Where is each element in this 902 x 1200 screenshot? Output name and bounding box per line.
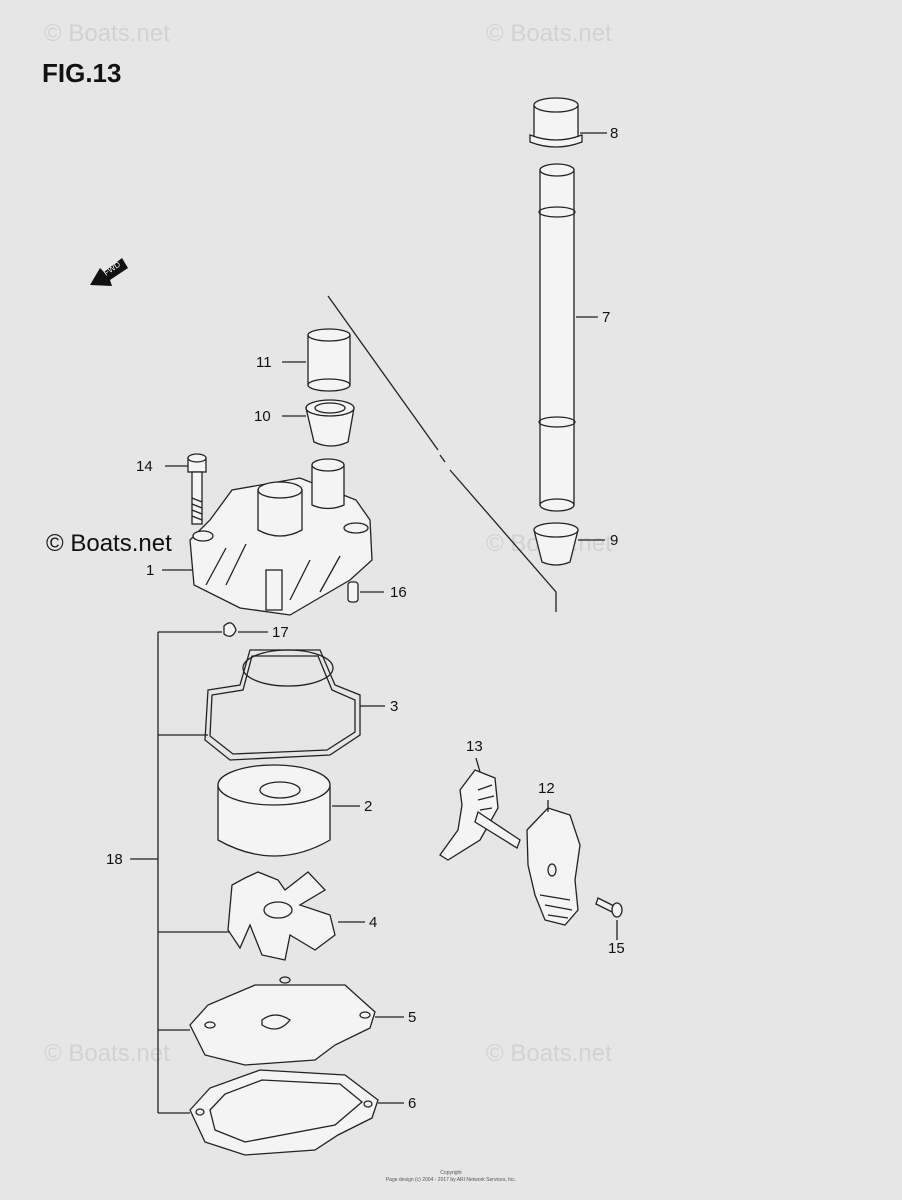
part-10-seal (305, 399, 355, 447)
watermark: © Boats.net (486, 20, 612, 47)
part-3-gasket (204, 649, 361, 761)
part-12-cover (526, 807, 581, 926)
leader-lines (130, 132, 618, 1114)
callout-9[interactable]: 9 (610, 532, 619, 549)
part-13-bracket (439, 769, 521, 861)
callout-16[interactable]: 16 (390, 584, 407, 601)
callout-1[interactable]: 1 (146, 562, 155, 579)
watermark: © Boats.net (486, 1040, 612, 1067)
watermark: © Boats.net (44, 20, 170, 47)
callout-11[interactable]: 11 (256, 354, 272, 371)
callout-4[interactable]: 4 (369, 914, 378, 931)
part-8-bushing (529, 97, 583, 148)
part-11-sleeve (307, 328, 351, 392)
fwd-arrow-icon: FWD (90, 258, 128, 286)
part-4-impeller (227, 871, 336, 961)
callout-2[interactable]: 2 (364, 798, 373, 815)
callout-13[interactable]: 13 (466, 738, 483, 755)
footer-copyright: Copyright (440, 1170, 462, 1176)
part-15-screw (595, 897, 623, 918)
callout-6[interactable]: 6 (408, 1095, 417, 1112)
callout-18[interactable]: 18 (106, 851, 123, 868)
callout-3[interactable]: 3 (390, 698, 399, 715)
part-1-pump-case (189, 458, 373, 616)
callout-10[interactable]: 10 (254, 408, 271, 425)
callout-12[interactable]: 12 (538, 780, 555, 797)
callout-17[interactable]: 17 (272, 624, 289, 641)
part-2-pump-liner (217, 764, 331, 857)
part-14-bolt (187, 453, 207, 525)
footer-page-design: Page design (c) 2004 - 2017 by ARI Netwo… (385, 1177, 517, 1183)
part-9-grommet (533, 522, 579, 566)
part-7-water-tube (538, 163, 576, 512)
assembly-line (327, 295, 557, 612)
watermark: © Boats.net (44, 1040, 170, 1067)
callout-7[interactable]: 7 (602, 309, 611, 326)
callout-5[interactable]: 5 (408, 1009, 417, 1026)
part-5-plate (189, 976, 376, 1066)
part-17-key (223, 622, 237, 637)
watermark-foreground: © Boats.net (46, 530, 172, 557)
part-6-gasket (189, 1069, 379, 1156)
callout-8[interactable]: 8 (610, 125, 619, 142)
callout-14[interactable]: 14 (136, 458, 153, 475)
part-16-dowel-pin (347, 581, 359, 603)
figure-title: FIG.13 (42, 58, 122, 88)
callout-15[interactable]: 15 (608, 940, 625, 957)
